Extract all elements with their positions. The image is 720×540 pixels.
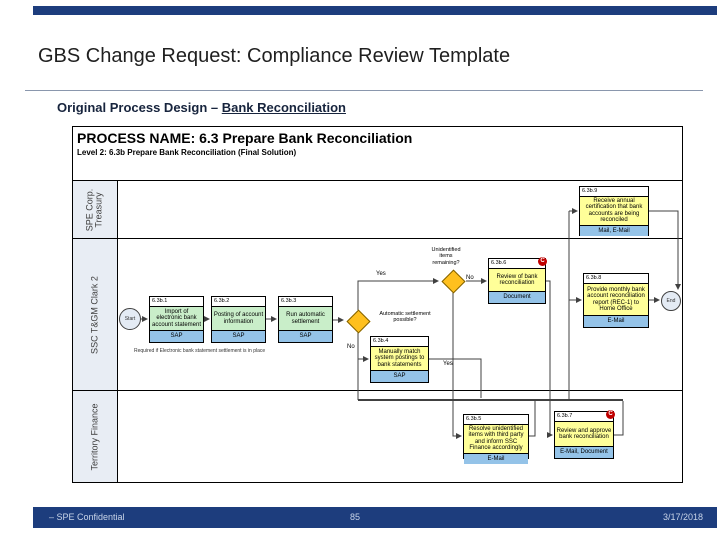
control-badge: C [606, 410, 615, 419]
lane-spe-corp-treasury: SPE Corp. Treasury [73, 181, 682, 239]
task-label: Posting of account information [212, 307, 265, 330]
task-label: Import of electronic bank account statem… [150, 307, 203, 330]
task-number: 6.3b.5 [464, 415, 528, 425]
lane-territory-finance: Territory Finance [73, 391, 682, 482]
task-number: 6.3b.1 [150, 297, 203, 307]
lane-label-cell: SSC T&GM Clark 2 [73, 239, 118, 390]
footer-confidential: – SPE Confidential [49, 512, 125, 522]
diagram-footnote: Required if Electronic bank statement se… [134, 348, 266, 354]
system-strip: E-Mail [584, 315, 648, 327]
task-label: Resolve unidentified items with third pa… [464, 425, 528, 453]
system-strip: SAP [212, 330, 265, 342]
title-divider [25, 90, 703, 91]
slide-title: GBS Change Request: Compliance Review Te… [38, 45, 511, 67]
lane-label-cell: SPE Corp. Treasury [73, 181, 118, 238]
system-strip: SAP [279, 330, 332, 342]
gateway-label: Unidentified items remaining? [431, 247, 461, 266]
subtitle-prefix: Original Process Design – [57, 100, 222, 115]
edge-label-no: No [347, 344, 355, 350]
footer-page-number: 85 [349, 512, 360, 522]
gateway-label: Automatic settlement possible? [379, 311, 431, 324]
slide-subtitle: Original Process Design – Bank Reconcili… [57, 100, 346, 115]
footer-date: 3/17/2018 [662, 512, 703, 522]
task-label: Receive annual certification that bank a… [580, 197, 648, 225]
task-number: 6.3b.8 [584, 274, 648, 284]
system-strip: Document [489, 291, 545, 303]
system-strip: SAP [371, 370, 428, 382]
task-number: 6.3b.2 [212, 297, 265, 307]
system-strip: Mail, E-Mail [580, 224, 648, 236]
event-end-circle: End [661, 291, 681, 311]
system-strip: SAP [150, 330, 203, 342]
connector-lines [141, 208, 681, 439]
subtitle-emphasis: Bank Reconciliation [221, 100, 346, 115]
footer-bar: – SPE Confidential 85 3/17/2018 [33, 507, 717, 528]
edge-label-yes: Yes [376, 271, 386, 277]
top-accent-bar [33, 6, 717, 15]
task-number: 6.3b.9 [580, 187, 648, 197]
edge-label-no: No [466, 275, 474, 281]
process-name: PROCESS NAME: 6.3 Prepare Bank Reconcili… [77, 130, 413, 146]
system-strip: E-Mail, Document [555, 446, 613, 458]
diagram-header: PROCESS NAME: 6.3 Prepare Bank Reconcili… [73, 127, 682, 181]
process-level: Level 2: 6.3b Prepare Bank Reconciliatio… [77, 148, 297, 157]
task-label: Run automatic settlement [279, 307, 332, 330]
control-badge: C [538, 257, 547, 266]
event-start-circle: Start [119, 308, 141, 330]
task-number: 6.3b.4 [371, 337, 428, 347]
task-label: Manually match system postings to bank s… [371, 347, 428, 370]
task-label: Review of bank reconciliation [489, 269, 545, 291]
task-number: 6.3b.7 [555, 412, 613, 422]
task-label: Review and approve bank reconciliation [555, 422, 613, 446]
task-number: 6.3b.3 [279, 297, 332, 307]
system-strip: E-Mail [464, 452, 528, 464]
task-label: Provide monthly bank account reconciliat… [584, 284, 648, 315]
lane-ssc-t-gm-clark-2: SSC T&GM Clark 2 [73, 239, 682, 391]
edge-label-yes: Yes [443, 361, 453, 367]
task-number: 6.3b.6 [489, 259, 545, 269]
lane-label-cell: Territory Finance [73, 391, 118, 482]
